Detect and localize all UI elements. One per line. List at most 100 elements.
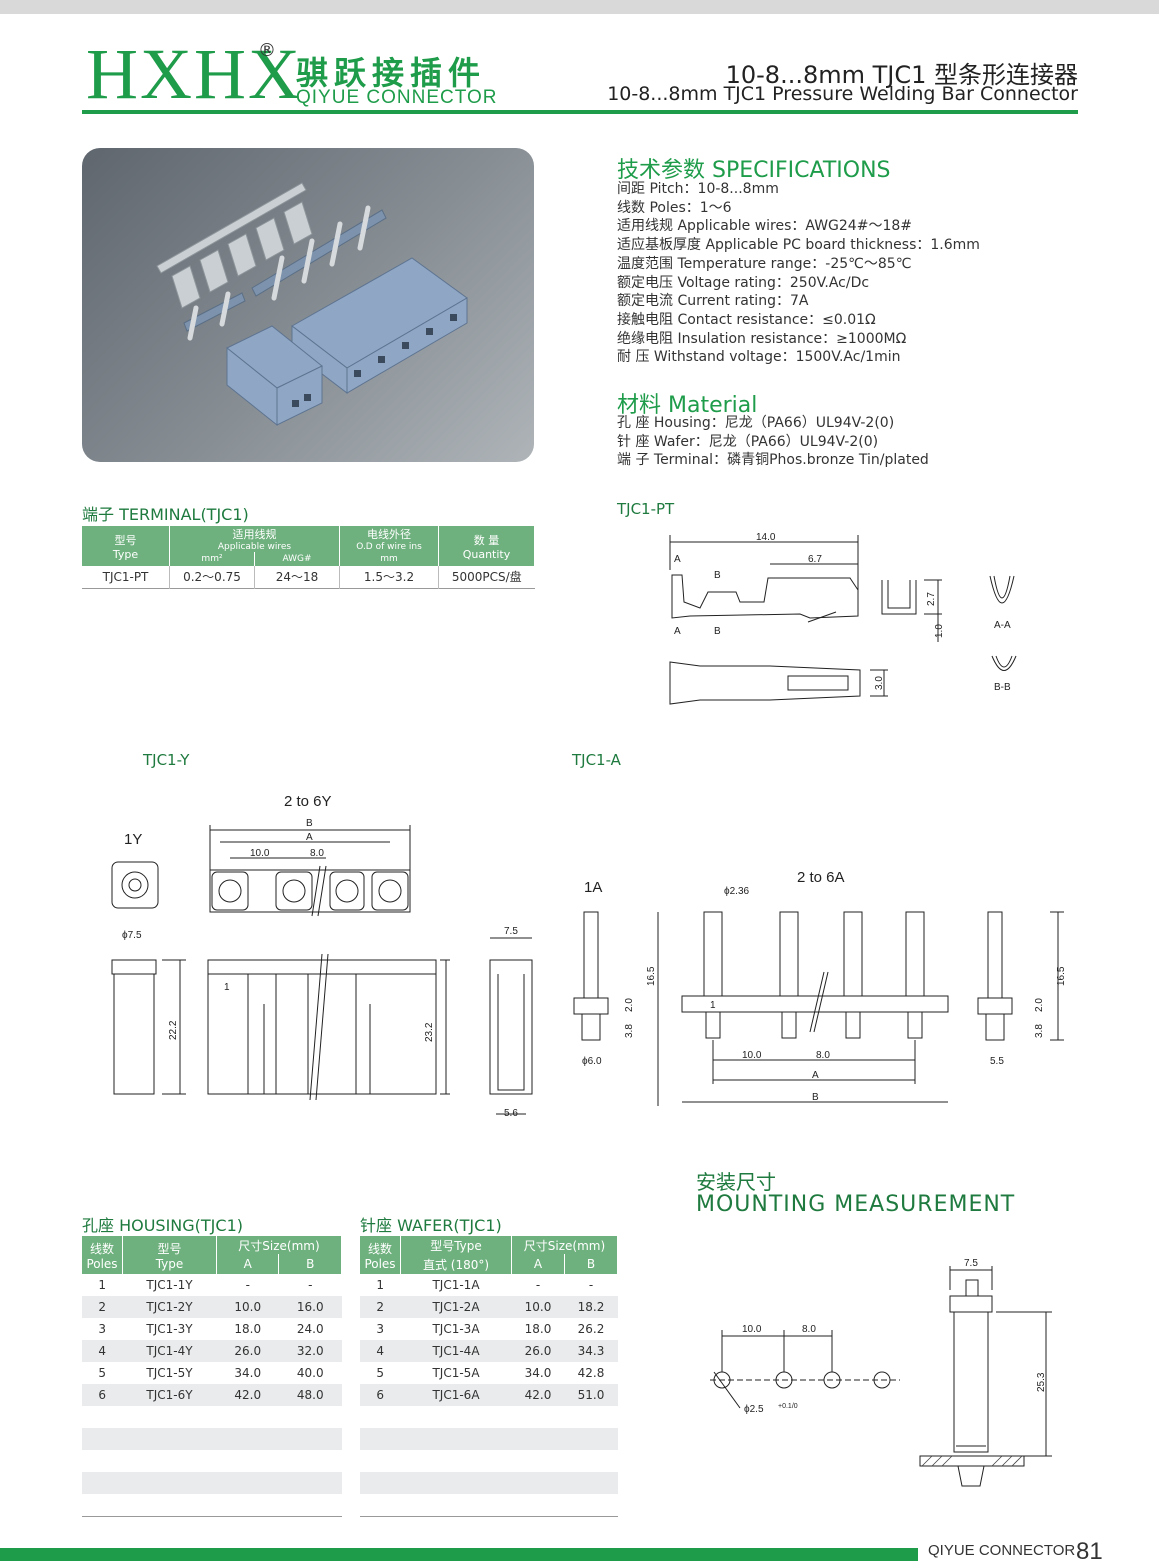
mounting-drawing: 10.0 8.0 ϕ2.5 +0.1/0 7.5 25.3 — [710, 1258, 1052, 1487]
empty-row — [360, 1450, 618, 1472]
spec-item: 额定电流 Current rating：7A — [617, 293, 809, 310]
wafer-table-title: 针座 WAFER(TJC1) — [360, 1216, 502, 1235]
svg-text:5.6: 5.6 — [504, 1108, 518, 1119]
spec-item: 适应基板厚度 Applicable PC board thickness：1.6… — [617, 237, 980, 254]
a-drawing-title: TJC1-A — [572, 751, 621, 769]
spec-item: 接触电阻 Contact resistance：≤0.01Ω — [617, 311, 876, 328]
footer-brand: QIYUE CONNECTOR — [928, 1542, 1076, 1559]
svg-text:B: B — [714, 570, 721, 581]
svg-text:7.5: 7.5 — [504, 926, 518, 937]
product-photo — [82, 148, 534, 462]
spec-item: 绝缘电阻 Insulation resistance：≥1000MΩ — [617, 330, 907, 347]
material-item: 孔 座 Housing：尼龙（PA66）UL94V-2(0) — [617, 415, 895, 431]
svg-text:22.2: 22.2 — [168, 1020, 179, 1040]
housing-table-title: 孔座 HOUSING(TJC1) — [82, 1216, 243, 1235]
svg-text:5.5: 5.5 — [990, 1056, 1004, 1067]
th-straight: 直式 (180°) — [400, 1254, 512, 1274]
specifications-list: 间距 Pitch：10-8...8mm 线数 Poles：1～6 适用线规 Ap… — [617, 180, 980, 367]
footer-bar — [0, 1548, 918, 1561]
page-title-en: 10-8...8mm TJC1 Pressure Welding Bar Con… — [607, 83, 1078, 105]
empty-row — [360, 1406, 618, 1428]
empty-row — [82, 1428, 342, 1450]
svg-text:1: 1 — [224, 982, 230, 993]
svg-text:2 to 6A: 2 to 6A — [797, 869, 845, 886]
page-title-cn: 10-8...8mm TJC1 型条形连接器 — [725, 61, 1078, 89]
empty-row — [82, 1472, 342, 1494]
svg-text:+0.1/0: +0.1/0 — [778, 1403, 798, 1410]
svg-text:2 to 6Y: 2 to 6Y — [284, 793, 332, 810]
empty-row — [360, 1472, 618, 1494]
svg-text:A-A: A-A — [994, 620, 1011, 631]
mounting-title-en: MOUNTING MEASUREMENT — [696, 1192, 1016, 1217]
empty-row — [82, 1494, 342, 1516]
brand-name-en: QIYUE CONNECTOR — [296, 87, 498, 108]
svg-text:B: B — [306, 818, 313, 829]
svg-text:10.0: 10.0 — [742, 1324, 762, 1335]
page-number: 81 — [1076, 1538, 1103, 1565]
spec-item: 适用线规 Applicable wires：AWG24#～18# — [617, 218, 912, 235]
svg-text:16.5: 16.5 — [646, 966, 657, 986]
svg-text:B: B — [714, 626, 721, 637]
svg-text:ϕ6.0: ϕ6.0 — [582, 1056, 602, 1067]
svg-text:B: B — [812, 1092, 819, 1103]
empty-row — [82, 1406, 342, 1428]
empty-row — [360, 1494, 618, 1516]
svg-text:10.0: 10.0 — [742, 1050, 762, 1061]
th-b: B — [564, 1254, 619, 1274]
pt-drawing-title: TJC1-PT — [617, 500, 675, 518]
svg-text:3.8: 3.8 — [1034, 1024, 1045, 1038]
material-title: 材料 Material — [617, 393, 758, 418]
svg-text:A: A — [306, 832, 313, 843]
svg-text:8.0: 8.0 — [802, 1324, 816, 1335]
spec-item: 温度范围 Temperature range：-25℃～85℃ — [617, 255, 912, 272]
svg-text:A: A — [674, 554, 681, 565]
svg-text:1: 1 — [710, 1000, 716, 1011]
svg-text:1Y: 1Y — [124, 831, 142, 848]
svg-text:ϕ7.5: ϕ7.5 — [122, 930, 142, 941]
th-type: 型号Type — [400, 1236, 512, 1254]
registered-mark: ® — [258, 40, 276, 61]
th-mm2: mm² — [169, 552, 255, 566]
material-item: 端 子 Terminal：磷青铜Phos.bronze Tin/plated — [617, 452, 929, 469]
svg-text:8.0: 8.0 — [310, 848, 324, 859]
svg-text:1A: 1A — [584, 879, 602, 896]
wafer-drawing: 1A 2 to 6A ϕ2.36 16.5 2.0 3.8 ϕ6.0 10.0 … — [573, 869, 1067, 1106]
spec-item: 间距 Pitch：10-8...8mm — [617, 181, 779, 197]
svg-text:2.0: 2.0 — [1034, 998, 1045, 1012]
svg-text:2.0: 2.0 — [624, 998, 635, 1012]
material-list: 孔 座 Housing：尼龙（PA66）UL94V-2(0) 针 座 Wafer… — [617, 414, 929, 470]
material-item: 针 座 Wafer：尼龙（PA66）UL94V-2(0) — [617, 433, 879, 450]
svg-text:1.0: 1.0 — [934, 624, 945, 638]
header-rule — [82, 110, 1078, 114]
empty-row — [360, 1428, 618, 1450]
terminal-drawing: 14.0 6.7 A B A B 2.7 1.0 A-A B-B 3.0 — [669, 532, 1017, 705]
th-b: B — [278, 1254, 342, 1274]
svg-text:ϕ2.36: ϕ2.36 — [724, 886, 750, 897]
svg-text:B-B: B-B — [994, 682, 1011, 693]
svg-text:25.3: 25.3 — [1036, 1372, 1047, 1392]
th-size: 尺寸Size(mm) — [216, 1236, 342, 1254]
terminal-table-title: 端子 TERMINAL(TJC1) — [82, 505, 249, 524]
svg-text:16.5: 16.5 — [1056, 966, 1067, 986]
svg-text:14.0: 14.0 — [756, 532, 776, 543]
